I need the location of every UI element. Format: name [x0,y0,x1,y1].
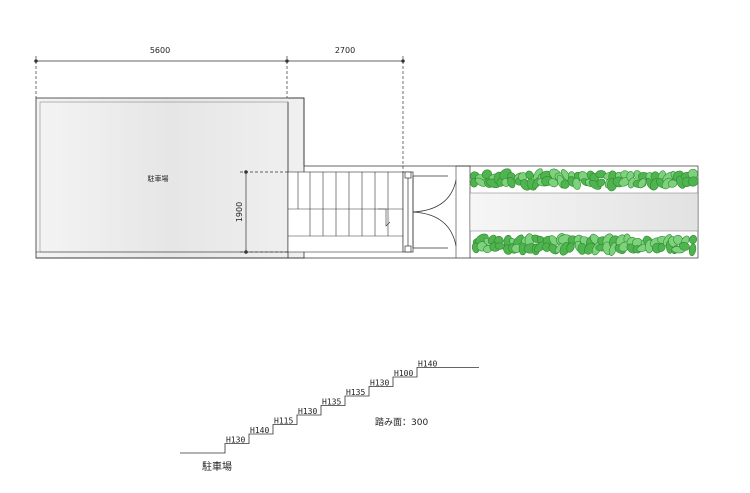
step-height-label: H115 [274,417,293,426]
tread-label: 踏み面：300 [375,416,428,428]
dimension-5600: 5600 [150,46,170,55]
step-height-label: H130 [298,407,317,416]
stair-profile [180,367,479,454]
dimension-2700: 2700 [335,46,355,55]
step-height-label: H130 [370,379,389,388]
step-height-label: H140 [250,426,269,435]
parking-label: 駐車場 [148,174,169,183]
dimension-top [34,56,405,172]
step-height-label: H100 [394,369,413,378]
step-height-label: H130 [226,436,245,445]
hedge-bottom [471,233,698,257]
dimension-1900: 1900 [235,202,244,222]
floor-label: 駐車場 [202,460,232,473]
step-height-label: H135 [346,388,365,397]
hedge-top [470,168,699,192]
stair-section [180,367,479,454]
dimension-left [240,170,288,254]
gate [402,171,457,253]
step-height-label: H135 [322,398,341,407]
stair-plan [287,171,404,253]
step-height-label: H140 [418,360,437,369]
parking-area [35,97,305,259]
